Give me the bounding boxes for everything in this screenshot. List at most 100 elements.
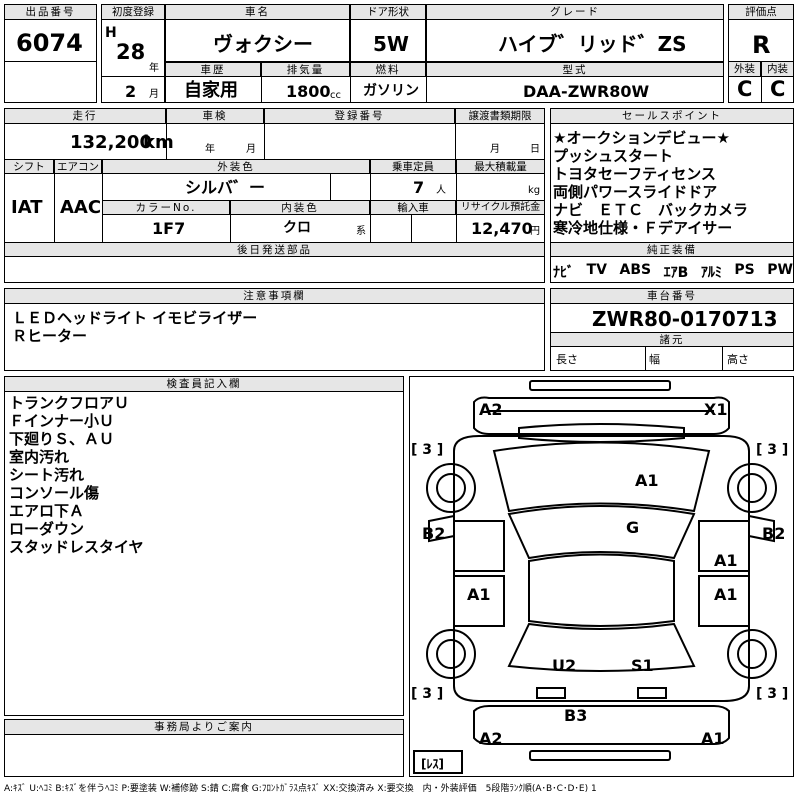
inspector-line: コンソール傷 [9, 484, 100, 502]
seats-value: 7 [413, 178, 425, 197]
notes-label: 注意事項欄 [4, 288, 545, 304]
mark-b2-right: B2 [762, 524, 785, 543]
interior-label: 内装 [761, 61, 794, 77]
month-unit: 月 [149, 89, 159, 100]
right-front-door [698, 520, 749, 572]
inspector-line: 下廻りＳ、ＡＵ [9, 430, 115, 448]
mark-a2-top: A2 [479, 400, 503, 419]
sales-item: トヨタセーフティセンス [553, 165, 716, 183]
length-label: 長さ [556, 353, 578, 366]
colorno-value: 1F7 [152, 219, 186, 238]
import-label: 輸入車 [370, 200, 456, 215]
inspector-label: 検査員記入欄 [4, 376, 404, 392]
notes-list: ＬＥＤヘッドライト イモビライザー Ｒヒーター [12, 309, 257, 345]
score-value: R [752, 31, 771, 59]
mark-a1-hood: A1 [635, 471, 659, 490]
car-name: ヴォクシー [213, 32, 313, 56]
mirror-left [428, 514, 455, 543]
roof [528, 553, 675, 627]
mirror-right [748, 514, 775, 543]
color-label: 外装色 [102, 159, 370, 174]
exterior-label: 外装 [728, 61, 761, 77]
yen-unit: 円 [530, 226, 540, 237]
mark-a1-bottom: A1 [701, 729, 725, 748]
tread-rear-left: [ 3 ] [411, 686, 443, 702]
spare-tire: [ﾚｽ] [421, 757, 444, 771]
mark-u2: U2 [552, 656, 576, 675]
inspector-line: ローダウン [9, 520, 85, 538]
door-label: ドア形状 [350, 4, 426, 20]
recycle-value: 12,470 [471, 219, 533, 238]
lot-label: 出品番号 [4, 4, 97, 20]
office-label: 事務局よりご案内 [4, 719, 404, 735]
inspector-line: エアロ下Ａ [9, 502, 85, 520]
equip-abs: ABS [619, 262, 652, 278]
sales-item: 寒冷地仕様・Ｆデアイサー [553, 219, 733, 237]
sales-label: セールスポイント [550, 108, 794, 124]
front-spoiler [529, 380, 671, 391]
fuel-label: 燃料 [350, 62, 426, 77]
reg-month: 2 [125, 82, 137, 101]
right-rear-door [698, 575, 749, 627]
rear-bar [529, 750, 671, 761]
shift-label: シフト [4, 159, 54, 174]
inspector-line: トランクフロアＵ [9, 394, 130, 412]
car-diagram: A2 X1 A1 G B2 B2 A1 A1 A1 U2 S1 B3 A2 A1… [411, 380, 788, 774]
displacement-value: 1800 [286, 82, 331, 101]
year-unit: 年 [149, 63, 159, 74]
seats-unit: 人 [436, 185, 446, 196]
chassis-label: 車台番号 [550, 288, 794, 304]
notes-line: ＬＥＤヘッドライト イモビライザー [12, 309, 258, 327]
grille [518, 423, 685, 443]
mark-a1-rfront: A1 [714, 551, 738, 570]
legend-footer: A:ｷｽﾞ U:ﾍｺﾐ B:ｷｽﾞを伴うﾍｺﾐ P:要塗装 W:補修跡 S:錆 … [4, 784, 597, 794]
equip-nav: ﾅﾋﾞ [553, 265, 574, 281]
intcolor-label: 内装色 [230, 200, 370, 215]
inspector-line: 室内汚れ [9, 448, 70, 466]
shift-value: IAT [11, 197, 43, 218]
rear-window [507, 622, 696, 672]
sales-item: ★オークションデビュー★ [553, 129, 730, 147]
sales-list: ★オークションデビュー★ プッシュスタート トヨタセーフティセンス 両側パワース… [553, 129, 748, 237]
height-label: 高さ [727, 353, 749, 366]
tread-rear-right: [ 3 ] [756, 686, 788, 702]
door-value: 5W [373, 32, 409, 56]
seats-label: 乗車定員 [370, 159, 456, 174]
colorno-label: カラーNo. [102, 200, 230, 215]
width-label: 幅 [649, 353, 660, 366]
load-unit: kg [528, 185, 541, 196]
sales-item: 両側パワースライドドア [553, 183, 718, 201]
fuel-value: ガソリン [363, 83, 419, 99]
tread-front-left: [ 3 ] [411, 442, 443, 458]
recycle-label: リサイクル預託金 [456, 200, 545, 215]
equip-tv: TV [586, 262, 607, 278]
mark-b2-left: B2 [422, 524, 445, 543]
rear-lamp-right [637, 687, 667, 699]
sales-item: プッシュスタート [553, 147, 674, 165]
inspector-line: シート汚れ [9, 466, 85, 484]
equip-label: 純正装備 [550, 242, 794, 257]
mark-b3: B3 [564, 706, 587, 725]
mark-g: G [626, 518, 639, 537]
cc-unit: cc [330, 90, 341, 101]
history-label: 車歴 [165, 62, 261, 77]
ac-value: AAC [60, 197, 102, 218]
notes-line: Ｒヒーター [12, 327, 88, 345]
lot-number: 6074 [16, 29, 83, 57]
era: H [105, 25, 117, 41]
later-parts-label: 後日発送部品 [4, 242, 545, 257]
model-label: 型式 [426, 62, 724, 77]
dims-label: 諸元 [550, 332, 794, 347]
rear-lamp-left [536, 687, 566, 699]
mileage-value: 132,200 [70, 132, 152, 153]
exterior-value: C [737, 77, 753, 101]
carname-label: 車名 [165, 4, 350, 20]
mark-a1-lrear: A1 [467, 585, 491, 604]
load-label: 最大積載量 [456, 159, 545, 174]
history-value: 自家用 [184, 80, 238, 101]
equip-ps: PS [734, 262, 755, 278]
trans-day-unit: 日 [530, 144, 540, 155]
color-value: シルバ゛ー [185, 178, 266, 197]
wheel-rear-left [426, 629, 476, 679]
